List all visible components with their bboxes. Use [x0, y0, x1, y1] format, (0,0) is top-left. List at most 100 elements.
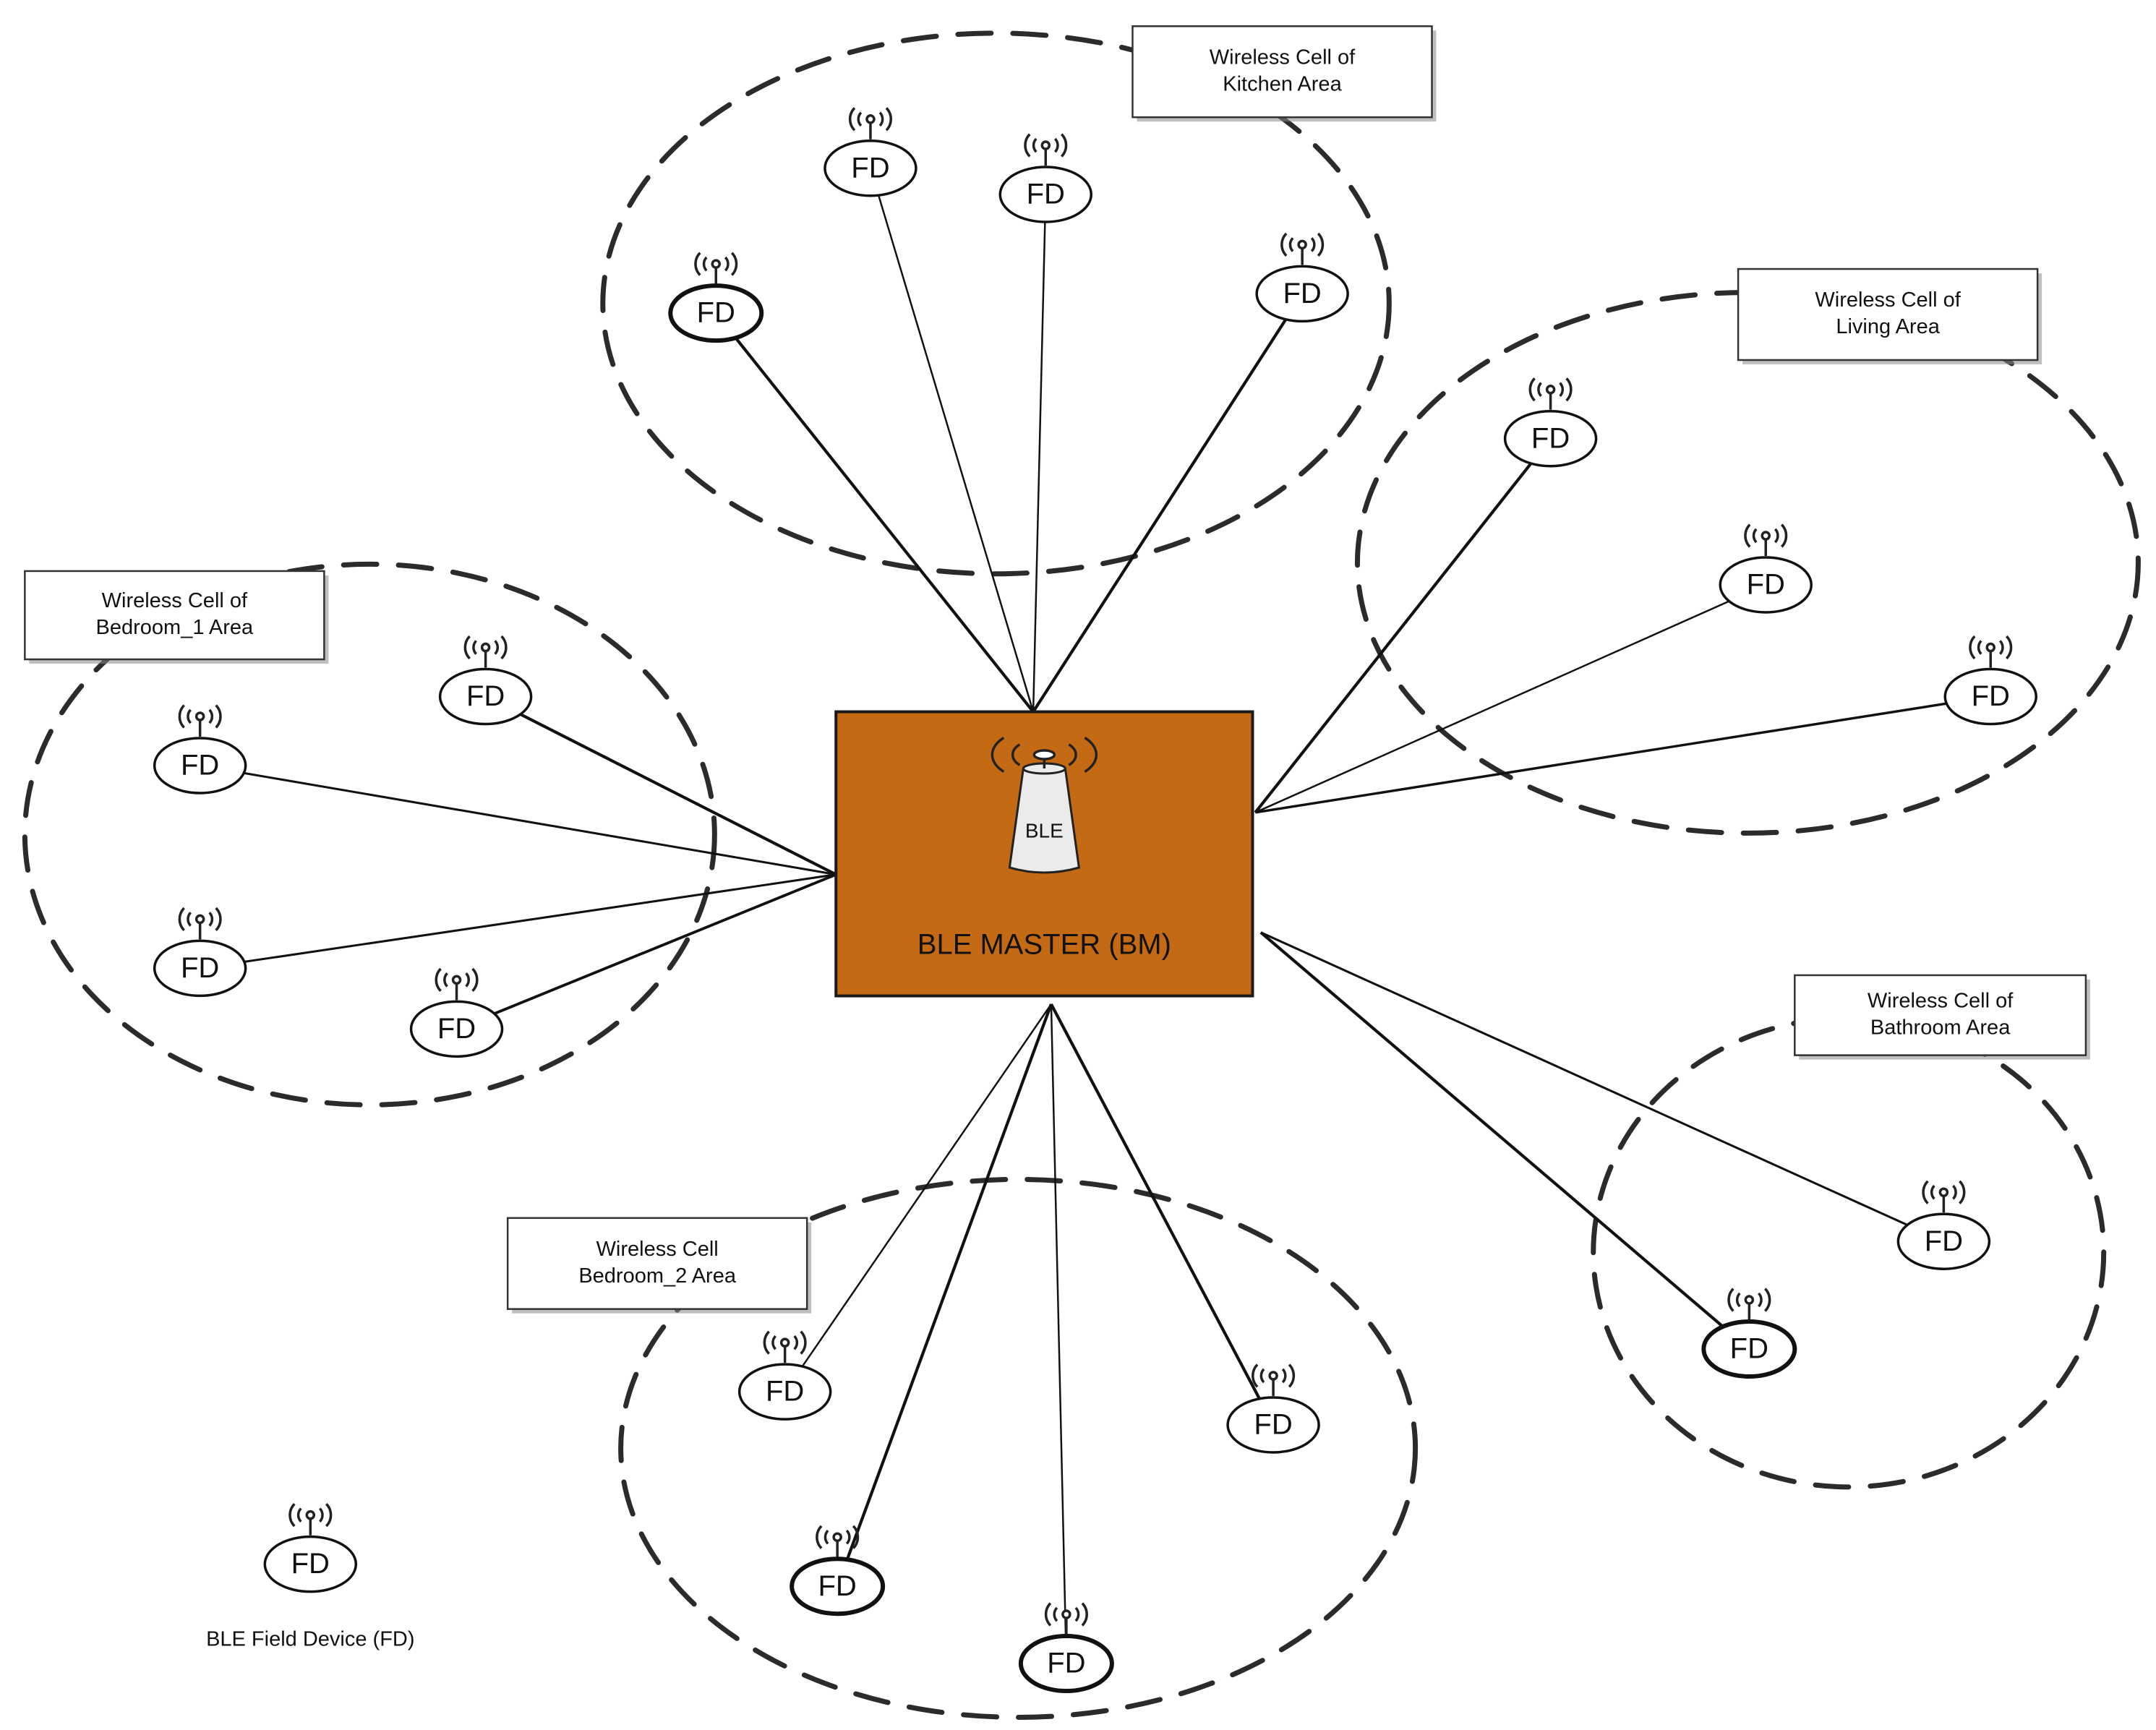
cell-label-line: Living Area [1836, 315, 1940, 338]
antenna-icon [763, 1330, 807, 1363]
field-devices: FD FD FD FD FD FD FD FD FD FD FD FD FD FD FD FD FD [153, 107, 2037, 1694]
field-device-bedroom1-2: FD [153, 704, 247, 795]
field-device-body [1943, 667, 2037, 726]
link-living-1 [1254, 437, 1552, 814]
cell-label-line: Wireless Cell of [1868, 989, 2014, 1012]
antenna-icon [178, 704, 222, 737]
legend-device: FD [263, 1503, 358, 1593]
field-device-label: FD [1972, 680, 2010, 712]
link-bedroom1-1 [484, 695, 837, 876]
link-bedroom2-2 [836, 1003, 1053, 1587]
field-device-bathroom-2: FD [1701, 1288, 1797, 1379]
field-device-kitchen-2: FD [668, 252, 764, 343]
cell-label-line: Wireless Cell of [102, 589, 248, 612]
field-device-bathroom-1: FD [1896, 1180, 1991, 1270]
master-label: BLE MASTER (BM) [917, 928, 1171, 960]
antenna-icon [463, 635, 508, 668]
field-device-body [998, 166, 1093, 223]
field-device-bedroom2-4: FD [1226, 1363, 1320, 1454]
antenna-icon [1280, 232, 1325, 265]
antenna-icon [1252, 1363, 1296, 1396]
field-device-label: FD [1730, 1333, 1768, 1365]
field-device-label: FD [766, 1376, 804, 1408]
ble-antenna-icon: BLE [991, 736, 1098, 874]
cell-ring-bedroom1 [22, 561, 717, 1108]
link-bedroom1-4 [455, 873, 837, 1031]
antenna-icon [1744, 523, 1788, 556]
cell-label-living: Wireless Cell of Living Area [1737, 267, 2042, 364]
field-device-label: FD [181, 952, 219, 984]
link-bathroom-1 [1260, 931, 1945, 1243]
link-bedroom2-1 [784, 1003, 1052, 1392]
field-device-label: FD [1925, 1225, 1963, 1257]
antenna-icon [1024, 133, 1068, 166]
field-device-label: FD [1283, 278, 1321, 309]
link-kitchen-3 [1032, 194, 1047, 712]
field-device-kitchen-3: FD [998, 133, 1093, 223]
link-kitchen-2 [714, 312, 1035, 713]
field-device-bedroom1-4: FD [409, 967, 504, 1058]
antenna-icon [178, 907, 222, 940]
cell-label-line: Bedroom_1 Area [96, 616, 254, 639]
field-device-kitchen-4: FD [1255, 232, 1349, 323]
antenna-icon [694, 252, 738, 285]
cell-label-kitchen: Wireless Cell of Kitchen Area [1132, 25, 1437, 122]
field-device-label: FD [818, 1570, 856, 1602]
link-kitchen-1 [869, 168, 1035, 712]
legend-device-label: FD [291, 1548, 330, 1580]
field-device-bedroom1-3: FD [153, 907, 247, 998]
field-device-living-1: FD [1503, 377, 1598, 468]
cell-label-line: Wireless Cell of [1815, 288, 1961, 312]
field-device-label: FD [851, 152, 889, 184]
field-device-bedroom2-2: FD [790, 1525, 886, 1616]
field-device-label: FD [1027, 179, 1065, 210]
field-device-body [824, 140, 917, 197]
cell-label-bedroom1: Wireless Cell of Bedroom_1 Area [24, 570, 329, 664]
ble-icon-label: BLE [1025, 819, 1064, 842]
field-device-bedroom1-1: FD [438, 635, 533, 726]
antenna-icon [288, 1503, 333, 1536]
field-device-living-2: FD [1719, 523, 1813, 614]
link-bedroom1-2 [200, 764, 837, 876]
field-device-label: FD [1531, 422, 1570, 454]
field-device-label: FD [697, 297, 735, 329]
cell-label-line: Kitchen Area [1223, 72, 1342, 95]
antenna-icon [1727, 1288, 1771, 1321]
cell-ring-kitchen [600, 30, 1392, 577]
antenna-icon [816, 1525, 860, 1558]
field-device-body [409, 1000, 504, 1058]
field-device-label: FD [1254, 1409, 1292, 1441]
field-device-body [1719, 556, 1813, 614]
field-device-body [1503, 409, 1598, 468]
link-bathroom-2 [1259, 931, 1750, 1350]
connection-lines [200, 168, 1991, 1664]
field-device-label: FD [1747, 569, 1785, 601]
field-device-label: FD [466, 680, 505, 712]
legend: FD BLE Field Device (FD) [206, 1503, 415, 1650]
cell-ring-bedroom2 [618, 1176, 1419, 1720]
antenna-icon [1969, 635, 2013, 668]
link-living-2 [1254, 583, 1766, 813]
cell-label-line: Bedroom_2 Area [578, 1264, 737, 1288]
field-device-body [1896, 1212, 1991, 1270]
field-device-label: FD [1047, 1648, 1085, 1679]
field-device-body [153, 939, 247, 998]
antenna-icon [848, 107, 892, 140]
legend-caption: BLE Field Device (FD) [206, 1627, 414, 1650]
field-device-body [1255, 265, 1349, 323]
link-kitchen-4 [1032, 293, 1304, 713]
field-device-body [1018, 1634, 1114, 1694]
legend-device-body [263, 1535, 358, 1593]
field-device-body [438, 667, 533, 726]
antenna-icon [1528, 377, 1573, 410]
cell-label-line: Wireless Cell of [1210, 46, 1356, 69]
antenna-icon [1044, 1602, 1088, 1635]
field-device-body [153, 737, 247, 795]
link-bedroom1-3 [200, 873, 837, 969]
field-device-body [790, 1556, 886, 1616]
field-device-bedroom2-3: FD [1018, 1602, 1114, 1694]
